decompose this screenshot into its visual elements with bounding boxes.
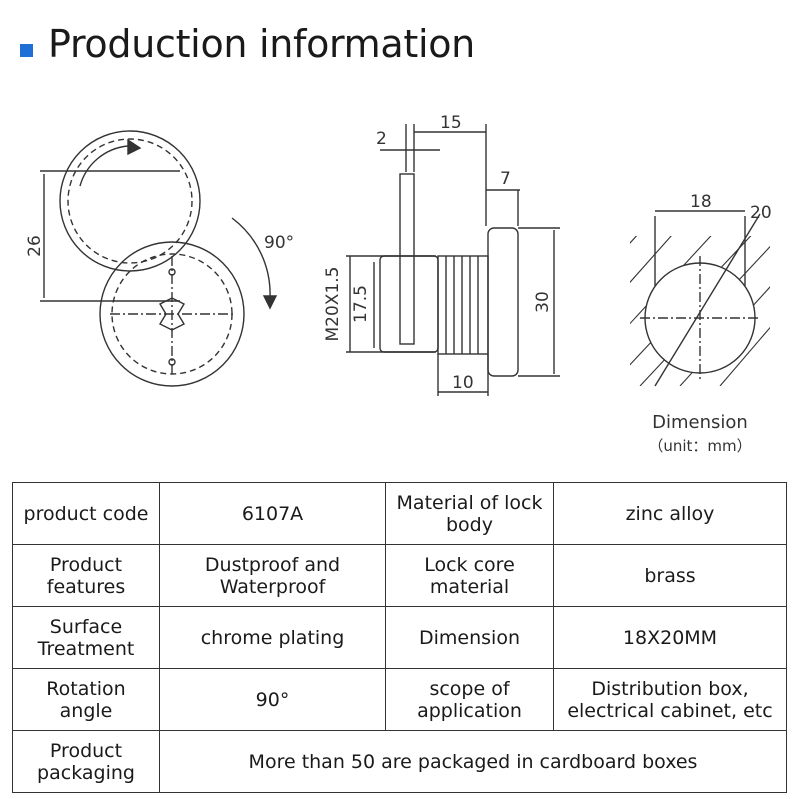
dim-17-5-label: 17.5: [351, 285, 371, 323]
spec-label: Material of lock body: [385, 482, 554, 545]
rotation-90-label: 90°: [264, 233, 294, 253]
keyhole-dot-bottom: [168, 358, 176, 366]
rotation-arrow-curve: [79, 145, 129, 187]
spec-label: Dimension: [385, 606, 554, 669]
spec-value: 90°: [159, 668, 386, 731]
lock-core: [379, 255, 439, 353]
dimension-caption: Dimension （unit：mm）: [630, 412, 770, 456]
table-row: Rotation angle 90° scope of application …: [12, 668, 787, 731]
cross-keyhole: [159, 297, 185, 331]
spec-value: Distribution box, electrical cabinet, et…: [553, 668, 787, 731]
spec-label: Product features: [12, 544, 160, 607]
page-title: Production information: [48, 22, 475, 66]
header: Production information: [0, 0, 800, 100]
keyhole-dot-top: [168, 268, 176, 276]
table-row: Product features Dustproof and Waterproo…: [12, 544, 787, 607]
dim-15-label: 15: [440, 113, 462, 133]
dim-7-label: 7: [500, 169, 511, 189]
rotation-arrowhead: [127, 138, 142, 156]
spec-value: Dustproof and Waterproof: [159, 544, 386, 607]
spec-value: 6107A: [159, 482, 386, 545]
ninety-degree-arc: [231, 217, 271, 299]
cam-blade: [399, 173, 415, 345]
table-row: product code 6107A Material of lock body…: [12, 482, 787, 545]
title-bullet: [20, 44, 33, 57]
dim-26-label: 26: [25, 235, 45, 257]
dim-30-label: 30: [533, 291, 553, 313]
right-view: [630, 210, 770, 387]
cam-inner-circle: [67, 138, 193, 264]
technical-drawing: 26 90° 2 15 7 M20X1.5 17.5 30 10 18 20: [0, 96, 800, 466]
spec-table: product code 6107A Material of lock body…: [12, 482, 787, 793]
dimension-labels: 26 90° 2 15 7 M20X1.5 17.5 30 10 18 20: [25, 113, 772, 393]
spec-label: Surface Treatment: [12, 606, 160, 669]
spec-value: chrome plating: [159, 606, 386, 669]
dim-20-label: 20: [750, 203, 772, 223]
dimension-caption-unit: （unit：mm）: [648, 437, 752, 455]
spec-label: Product packaging: [12, 730, 160, 793]
spec-value-wide: More than 50 are packaged in cardboard b…: [159, 730, 787, 793]
cam-circle: [59, 130, 201, 272]
center-view: [346, 124, 560, 396]
left-view: [40, 130, 278, 387]
dim-10-label: 10: [452, 373, 474, 393]
spec-value: zinc alloy: [553, 482, 787, 545]
lock-head: [487, 227, 519, 377]
ninety-degree-arrowhead: [262, 295, 278, 310]
dim-20-line: [654, 213, 761, 387]
table-row: Product packaging More than 50 are packa…: [12, 730, 787, 793]
thread-lines: [445, 256, 479, 354]
lock-face-circle: [99, 241, 245, 387]
spec-label: Rotation angle: [12, 668, 160, 731]
spec-label: product code: [12, 482, 160, 545]
drawing-svg: 26 90° 2 15 7 M20X1.5 17.5 30 10 18 20: [25, 113, 772, 396]
spec-value: brass: [553, 544, 787, 607]
spec-label: scope of application: [385, 668, 554, 731]
table-row: Surface Treatment chrome plating Dimensi…: [12, 606, 787, 669]
dimension-caption-title: Dimension: [652, 412, 748, 433]
spec-label: Lock core material: [385, 544, 554, 607]
spec-value: 18X20MM: [553, 606, 787, 669]
dim-18-label: 18: [690, 192, 712, 212]
dim-thread-label: M20X1.5: [323, 267, 343, 342]
dim-2-label: 2: [376, 129, 387, 149]
